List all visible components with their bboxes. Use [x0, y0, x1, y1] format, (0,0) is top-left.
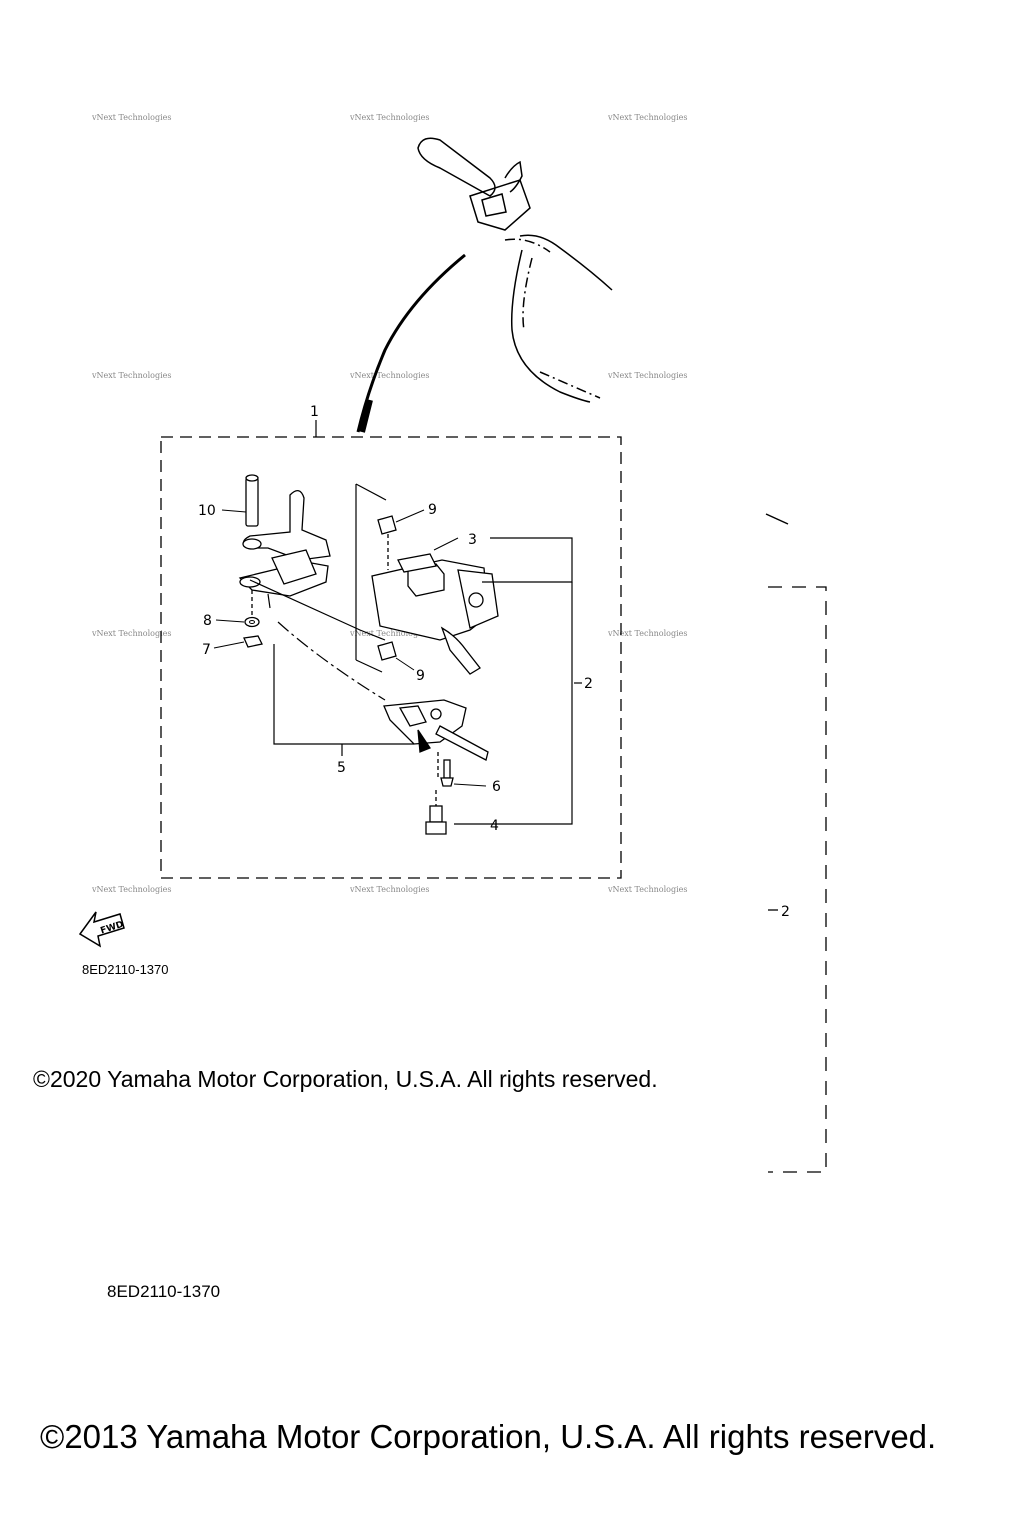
- diagram-code-large: 8ED2110-1370: [107, 1282, 221, 1301]
- outer-bracket: [768, 586, 827, 1173]
- watermark-4: vNext Technologies: [91, 371, 171, 380]
- watermark-6: vNext Technologies: [607, 371, 687, 380]
- callout-9b-leader: [395, 657, 415, 671]
- diagram-code-small: 8ED2110-1370: [82, 962, 169, 977]
- pin-part-10: [245, 474, 259, 527]
- callout-9a-leader: [395, 509, 425, 523]
- washer-part-8: [244, 616, 260, 628]
- watermark-11: vNext Technologies: [349, 885, 429, 894]
- callout-7: 7: [202, 642, 211, 658]
- callout-2-outer: 2: [781, 904, 790, 920]
- watermark-9: vNext Technologies: [607, 629, 687, 638]
- callout-6: 6: [492, 779, 501, 795]
- copyright-small: ©2020 Yamaha Motor Corporation, U.S.A. A…: [33, 1066, 658, 1092]
- nut-part-7: [243, 635, 263, 648]
- callout-8-leader: [215, 619, 245, 623]
- screw-part-9-upper: [377, 515, 397, 570]
- group-bracket-2: [454, 582, 573, 825]
- callout-3: 3: [468, 532, 477, 548]
- callouts: 1 2 3 4 5 6 7 8 9 9 10 2: [198, 404, 790, 920]
- watermark-5: vNext Technologies: [349, 371, 429, 380]
- watermarks: vNext Technologies vNext Technologies vN…: [91, 113, 687, 894]
- callout-10: 10: [198, 503, 216, 519]
- screw-part-6: [437, 752, 454, 787]
- callout-5: 5: [337, 760, 346, 776]
- callout-4: 4: [490, 818, 499, 834]
- callout-9b: 9: [416, 668, 425, 684]
- callout-9a: 9: [428, 502, 437, 518]
- bolt-part-4: [425, 790, 447, 835]
- watermark-7: vNext Technologies: [91, 629, 171, 638]
- watermark-10: vNext Technologies: [91, 885, 171, 894]
- copyright-large: ©2013 Yamaha Motor Corporation, U.S.A. A…: [40, 1418, 937, 1455]
- fwd-arrow-icon: FWD: [78, 911, 125, 948]
- group-bracket-3: [482, 537, 573, 583]
- callout-3-leader: [433, 537, 459, 551]
- switch-housing-part-3: [371, 553, 499, 675]
- watermark-8: vNext Technologies: [349, 629, 429, 638]
- watermark-3: vNext Technologies: [607, 113, 687, 122]
- assembly-boundary: [160, 436, 622, 879]
- handlebar: [417, 137, 613, 403]
- watermark-1: vNext Technologies: [91, 113, 171, 122]
- callout-2: 2: [584, 676, 593, 692]
- callout-10-leader: [221, 509, 247, 513]
- watermark-12: vNext Technologies: [607, 885, 687, 894]
- watermark-2: vNext Technologies: [349, 113, 429, 122]
- screw-part-9-lower: [377, 641, 397, 661]
- callout-7-leader: [213, 641, 245, 649]
- callout-6-leader: [453, 783, 487, 787]
- callout-8: 8: [203, 613, 212, 629]
- throttle-bracket: [238, 490, 331, 615]
- callout-1: 1: [310, 404, 319, 420]
- lever-assembly-part-5: [383, 699, 489, 761]
- stray-mark: [765, 513, 789, 525]
- group-bracket-5: [273, 644, 414, 745]
- assembly-axis: [277, 621, 386, 701]
- throttle-cable: [356, 253, 466, 433]
- cable-end: [359, 399, 373, 433]
- internal-link: [249, 579, 386, 641]
